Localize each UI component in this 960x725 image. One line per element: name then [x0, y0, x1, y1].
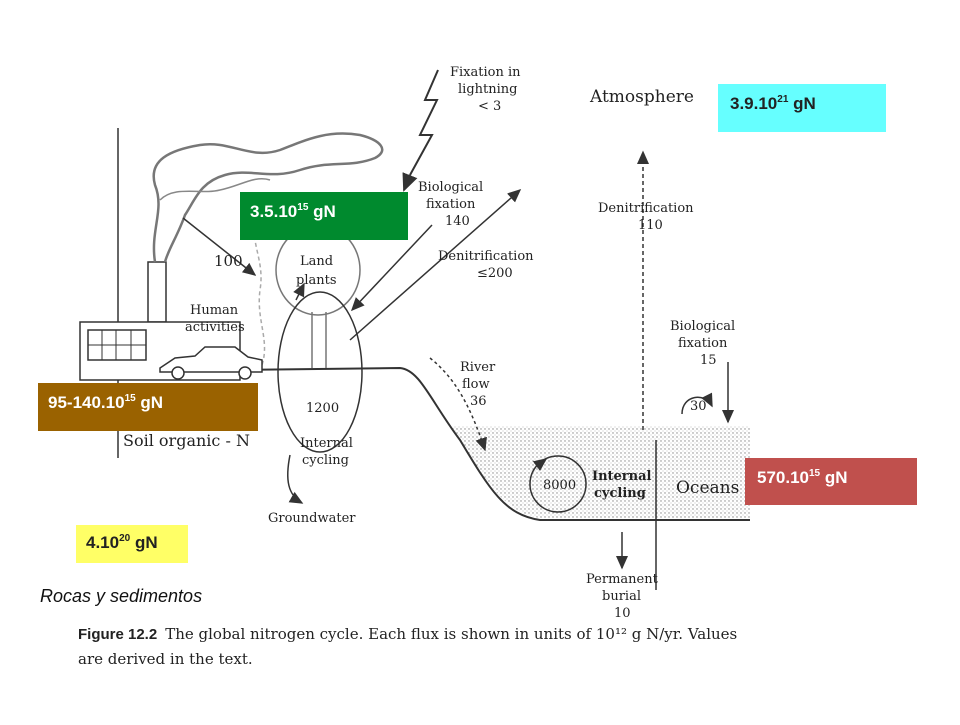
- smoke-plume: [152, 132, 384, 263]
- car-icon: [159, 346, 263, 380]
- ocean-internal-cycling-label: Internal cycling: [592, 469, 656, 501]
- ocean-pool-box: 570.1015 gN: [745, 458, 917, 505]
- human-flux-label: 100: [214, 252, 243, 270]
- soil-cycle-value: 1200: [306, 401, 339, 416]
- denitrification-ocean-label: Denitrification 110: [598, 201, 698, 233]
- land-plant-tree: [275, 224, 361, 368]
- denitrification-land-arrow: [349, 189, 522, 341]
- figure-number: Figure 12.2: [78, 626, 158, 643]
- ocean-fix-cycle-value: 30: [690, 399, 707, 414]
- soil-internal-cycling-label: Internal cycling: [300, 436, 357, 468]
- denitrification-land-label: Denitrification ≤200: [438, 249, 538, 281]
- figure-caption-line2: are derived in the text.: [78, 650, 253, 668]
- soil-organic-label: Soil organic - N: [123, 431, 250, 450]
- ocean-cycling-loop: [529, 455, 587, 513]
- groundwater-label: Groundwater: [268, 511, 356, 526]
- river-flow-arrow: [429, 357, 487, 452]
- groundwater-arrow: [287, 454, 304, 504]
- ocean-cycle-value: 8000: [543, 478, 576, 493]
- bio-fixation-ocean-label: Biological fixation 15: [670, 319, 739, 368]
- rocks-sediments-label: Rocas y sedimentos: [40, 586, 203, 606]
- river-flow-label: River flow 36: [460, 360, 499, 409]
- bio-fixation-land-arrow: [350, 224, 433, 312]
- lightning-label: Fixation in lightning < 3: [450, 65, 525, 114]
- human-activities-arrow: [182, 217, 257, 276]
- rock-pool-box: 4.1020 gN: [76, 525, 188, 563]
- figure-caption: Figure 12.2 The global nitrogen cycle. Ea…: [78, 622, 778, 671]
- atmosphere-label: Atmosphere: [589, 87, 694, 107]
- bio-fixation-land-label: Biological fixation 140: [418, 180, 487, 229]
- human-activities-label: Human activities: [185, 303, 245, 335]
- plants-pool-box: 3.5.1015 gN: [240, 192, 408, 240]
- ocean-fixation-loop: [681, 392, 713, 415]
- permanent-burial-label: Permanent burial 10: [586, 572, 662, 621]
- land-profile: [229, 366, 750, 521]
- atmosphere-pool-box: 3.9.1021 gN: [718, 84, 886, 132]
- soil-pool-box: 95-140.1015 gN: [38, 383, 258, 431]
- land-plants-label: Land plants: [296, 254, 337, 288]
- soil-cycling-loop: [277, 291, 363, 453]
- oceans-label: Oceans: [676, 478, 739, 498]
- lightning-icon: [409, 69, 439, 176]
- figure-caption-line1: The global nitrogen cycle. Each flux is …: [165, 625, 738, 643]
- ocean-water: [450, 426, 750, 518]
